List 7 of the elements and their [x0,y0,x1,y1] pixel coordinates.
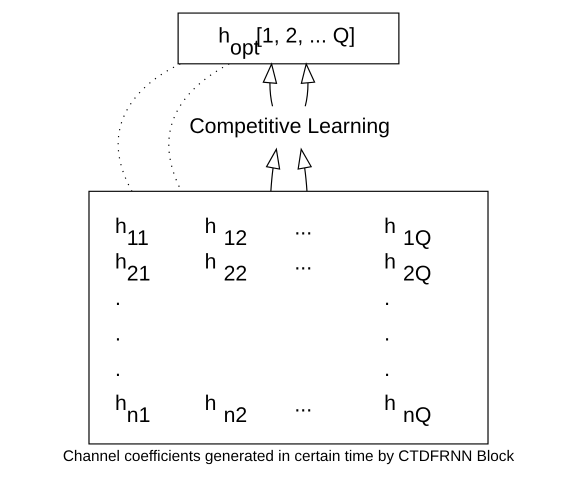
connector [117,63,180,192]
arrow [300,62,315,106]
arrow [296,148,312,192]
arrow [265,148,280,192]
caption: Channel coefficients generated in certain time by CTDFRNN Block [62,448,514,465]
node-text: Competitive Learning [188,114,390,138]
arrow [262,62,277,106]
